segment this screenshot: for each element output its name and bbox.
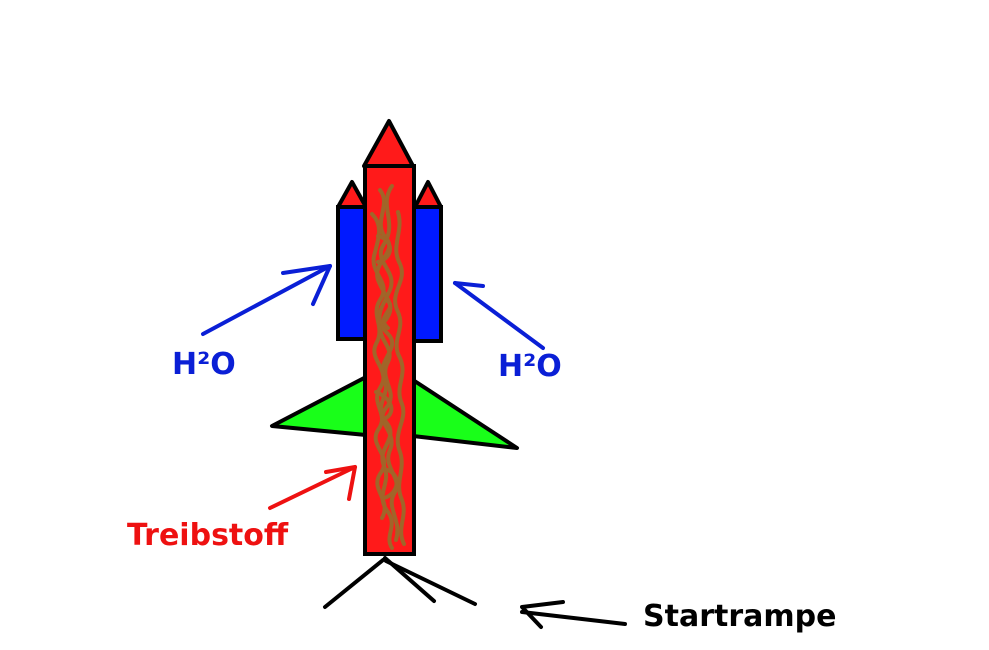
wing-right	[411, 378, 519, 450]
label-fuel: Treibstoff	[127, 518, 289, 553]
wings	[270, 375, 519, 450]
main-nose-cone	[362, 119, 415, 168]
booster-left-nose	[336, 180, 368, 209]
label-water-right: H²O	[498, 349, 562, 384]
booster-right-body	[411, 205, 443, 343]
label-water-left: H²O	[172, 347, 236, 382]
launchpad-legs	[323, 556, 477, 609]
booster-left	[336, 180, 368, 341]
booster-left-body	[336, 205, 368, 341]
wing-left	[270, 375, 368, 437]
arrow-launchpad	[520, 600, 627, 629]
label-launchpad: Startrampe	[643, 599, 837, 634]
arrow-fuel	[268, 465, 357, 510]
booster-right-nose	[413, 180, 443, 209]
arrow-water-right	[453, 281, 545, 350]
booster-right	[411, 180, 443, 343]
fuel-scribble	[370, 184, 406, 550]
arrow-water-left	[201, 264, 332, 336]
